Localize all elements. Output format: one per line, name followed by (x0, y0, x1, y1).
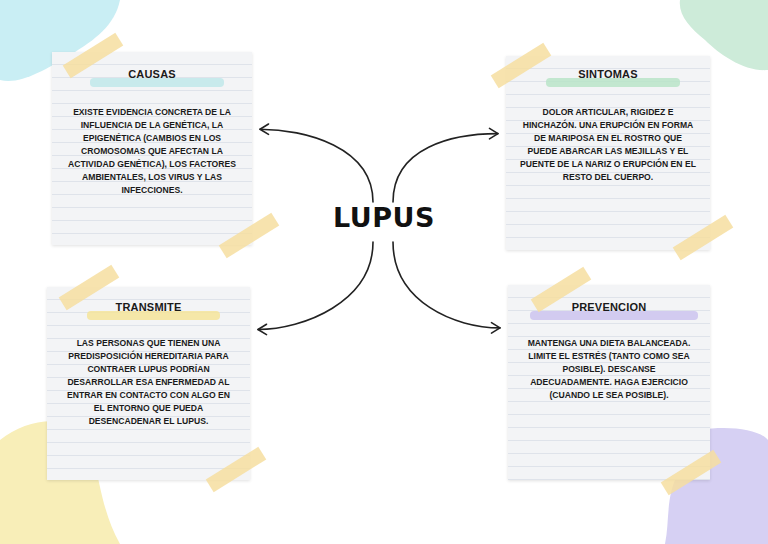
curved-arrow (393, 128, 498, 202)
arrow-head (258, 324, 267, 334)
note-card: TRANSMITELAS PERSONAS QUE TIENEN UNA PRE… (47, 287, 250, 480)
card-text: DOLOR ARTICULAR, RIGIDEZ E HINCHAZÓN. UN… (506, 106, 710, 184)
curved-arrow (258, 242, 373, 335)
curved-arrow (260, 124, 373, 202)
arrow-head (491, 323, 500, 333)
card-text: MANTENGA UNA DIETA BALANCEADA. LIMITE EL… (508, 337, 710, 402)
note-card: PREVENCIONMANTENGA UNA DIETA BALANCEADA.… (508, 285, 710, 480)
card-text: LAS PERSONAS QUE TIENEN UNA PREDISPOSICI… (47, 337, 250, 428)
topic-title: LUPUS (333, 202, 435, 233)
arrow-head (489, 128, 498, 138)
central-topic: LUPUS (333, 202, 433, 242)
note-card: SINTOMAS DOLOR ARTICULAR, RIGIDEZ E HINCH… (506, 56, 710, 250)
curved-arrow (393, 242, 500, 333)
card-text: EXISTE EVIDENCIA CONCRETA DE LA INFLUENC… (52, 106, 252, 197)
card-heading: SINTOMAS (506, 68, 710, 80)
note-card: CAUSASEXISTE EVIDENCIA CONCRETA DE LA IN… (52, 52, 252, 245)
arrow-head (260, 124, 269, 134)
